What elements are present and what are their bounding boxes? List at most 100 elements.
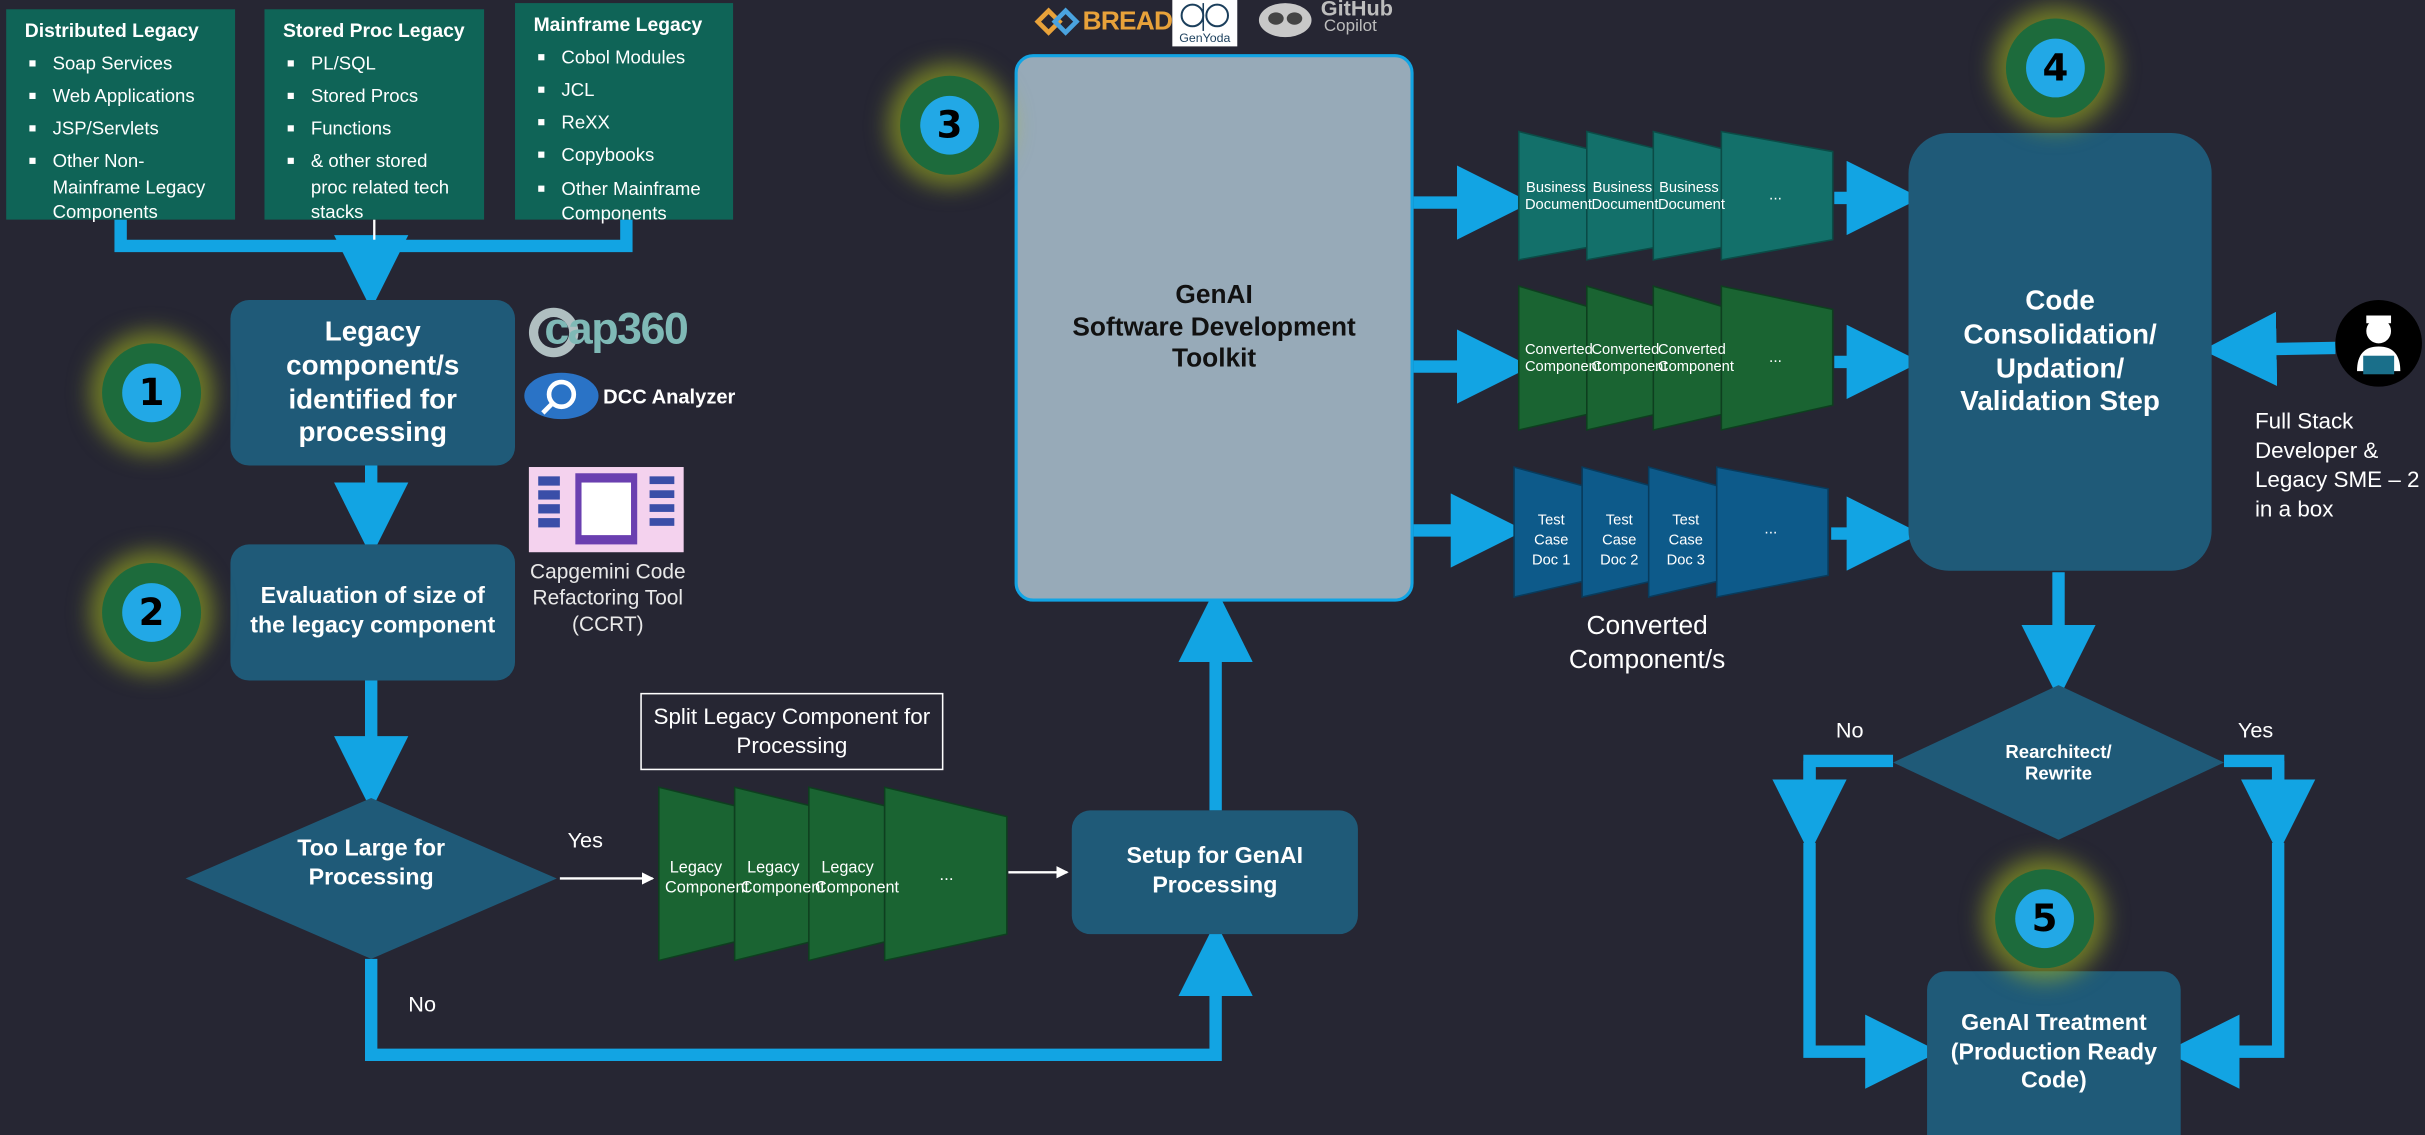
legacy-item: JSP/Servlets bbox=[25, 116, 220, 141]
genyoda-icon bbox=[1180, 3, 1230, 31]
ccrt-screenshot-icon bbox=[528, 467, 684, 553]
dcc-analyzer-icon bbox=[524, 372, 599, 420]
genai-toolkit: GenAI Software Development Toolkit bbox=[1014, 54, 1414, 602]
genyoda-logo: GenYoda bbox=[1172, 0, 1238, 47]
stack-card-label: Business Document bbox=[1657, 179, 1725, 215]
stack-card-label: Test Case Doc 1 bbox=[1532, 511, 1571, 569]
legacy-box-title: Distributed Legacy bbox=[24, 20, 199, 42]
stack-card-label: Converted Component bbox=[1524, 341, 1601, 377]
legacy-stack bbox=[658, 786, 1008, 962]
ccrt-label: Capgemini Code Refactoring Tool (CCRT) bbox=[530, 559, 686, 636]
distributed-legacy-box: Distributed Legacy Soap Services Web App… bbox=[6, 9, 236, 222]
stack-ellipsis: ... bbox=[1769, 187, 1782, 205]
stored-proc-legacy-box: Stored Proc Legacy PL/SQL Stored Procs F… bbox=[264, 9, 485, 222]
identify-step-text: Legacy component/s identified for proces… bbox=[286, 315, 460, 448]
step-number: 5 bbox=[2015, 889, 2074, 949]
rearchitect-diamond bbox=[1893, 685, 2225, 840]
stack-ellipsis: ... bbox=[939, 866, 954, 885]
developer-avatar bbox=[2335, 300, 2422, 387]
legacy-item: Functions bbox=[283, 116, 469, 141]
legacy-item: Other Non-Mainframe Legacy Components bbox=[25, 149, 220, 224]
setup-step-text: Setup for GenAI Processing bbox=[1126, 843, 1304, 899]
legacy-box-title: Stored Proc Legacy bbox=[283, 20, 465, 42]
github-copilot-logo: GitHub Copilot bbox=[1256, 0, 1411, 43]
step-badge: 1 bbox=[102, 343, 202, 443]
legacy-item: JCL bbox=[534, 77, 718, 102]
sme-label: Full Stack Developer & Legacy SME – 2 in… bbox=[2254, 409, 2420, 523]
stack-card-label: Legacy Component bbox=[665, 858, 750, 897]
yes-label: Yes bbox=[567, 827, 603, 853]
stack-card-label: Legacy Component bbox=[815, 858, 900, 897]
identify-step: Legacy component/s identified for proces… bbox=[230, 300, 516, 466]
stack-ellipsis: ... bbox=[1769, 349, 1782, 367]
step-badge: 5 bbox=[1995, 869, 2095, 969]
converted-stack bbox=[1517, 285, 1834, 431]
dcc-analyzer-text: DCC Analyzer bbox=[603, 385, 736, 409]
github-text: GitHub bbox=[1320, 0, 1393, 21]
mainframe-legacy-box: Mainframe Legacy Cobol Modules JCL ReXX … bbox=[515, 3, 734, 224]
consolidation-step-text: Code Consolidation/ Updation/ Validation… bbox=[1960, 285, 2160, 417]
stack-card-label: Converted Component bbox=[1591, 341, 1668, 377]
white-arrows bbox=[373, 219, 1069, 885]
no-label: No bbox=[408, 991, 436, 1017]
copilot-text: Copilot bbox=[1323, 17, 1377, 36]
consolidation-step: Code Consolidation/ Updation/ Validation… bbox=[1908, 133, 2212, 571]
evaluate-step-text: Evaluation of size of the legacy compone… bbox=[250, 583, 496, 639]
ccrt-thumbnail bbox=[528, 467, 684, 553]
copilot-icon bbox=[1258, 3, 1312, 38]
step-number: 4 bbox=[2026, 38, 2085, 98]
bread-logo: BREAD bbox=[1033, 3, 1173, 40]
treatment-step: GenAI Treatment (Production Ready Code) bbox=[1927, 971, 2181, 1135]
converted-components-label: Converted Component/s bbox=[1568, 610, 1726, 675]
stack-card-label: Converted Component bbox=[1657, 341, 1734, 377]
legacy-item: Copybooks bbox=[534, 143, 718, 168]
legacy-item: & other stored proc related tech stacks bbox=[283, 149, 469, 224]
too-large-text: Too Large for Processing bbox=[297, 835, 446, 891]
step-number: 1 bbox=[122, 363, 181, 423]
stack-card-label: Test Case Doc 2 bbox=[1600, 511, 1639, 569]
step-badge: 4 bbox=[2005, 18, 2105, 118]
split-label: Split Legacy Component for Processing bbox=[640, 692, 944, 771]
stack-card-label: Business Document bbox=[1524, 179, 1592, 215]
step-number: 2 bbox=[122, 583, 181, 642]
stack-card-label: Test Case Doc 3 bbox=[1666, 511, 1705, 569]
legacy-item: Soap Services bbox=[25, 51, 220, 76]
step-badge: 3 bbox=[900, 75, 1000, 175]
setup-step: Setup for GenAI Processing bbox=[1071, 810, 1358, 935]
bread-text: BREAD bbox=[1082, 6, 1173, 36]
cap360-logo: cap360 bbox=[526, 303, 704, 365]
business-doc-stack bbox=[1517, 130, 1834, 261]
legacy-box-title: Mainframe Legacy bbox=[533, 13, 703, 36]
rearchitect-text: Rearchitect/ Rewrite bbox=[2005, 740, 2112, 785]
genyoda-text: GenYoda bbox=[1179, 30, 1231, 45]
bread-icon bbox=[1034, 7, 1080, 36]
toolkit-line: Software Development bbox=[1072, 312, 1356, 342]
legacy-item: Cobol Modules bbox=[534, 45, 718, 70]
evaluate-step: Evaluation of size of the legacy compone… bbox=[230, 544, 516, 681]
cap360-circle-icon bbox=[528, 307, 579, 358]
no-label: No bbox=[1835, 717, 1864, 743]
step-number: 3 bbox=[920, 95, 979, 155]
legacy-card bbox=[883, 786, 1008, 962]
treatment-step-text: GenAI Treatment (Production Ready Code) bbox=[1950, 1009, 2157, 1095]
legacy-item: Stored Procs bbox=[283, 84, 469, 109]
stack-card-label: Business Document bbox=[1591, 179, 1659, 215]
toolkit-line: GenAI bbox=[1175, 280, 1253, 310]
legacy-item: Web Applications bbox=[25, 84, 220, 109]
stack-ellipsis: ... bbox=[1764, 521, 1778, 539]
legacy-item: PL/SQL bbox=[283, 51, 469, 76]
step-badge: 2 bbox=[102, 562, 202, 662]
cap360-text: cap360 bbox=[544, 304, 688, 355]
developer-icon bbox=[2357, 315, 2401, 375]
stack-card-label: Legacy Component bbox=[740, 858, 825, 897]
toolkit-line: Toolkit bbox=[1171, 343, 1257, 374]
dcc-analyzer-logo: DCC Analyzer bbox=[524, 371, 771, 420]
yes-label: Yes bbox=[2237, 717, 2274, 743]
blue-arrows bbox=[114, 160, 2336, 1089]
testcase-stack bbox=[1513, 466, 1829, 598]
legacy-item: ReXX bbox=[534, 110, 718, 135]
legacy-item: Other Mainframe Components bbox=[534, 176, 718, 226]
